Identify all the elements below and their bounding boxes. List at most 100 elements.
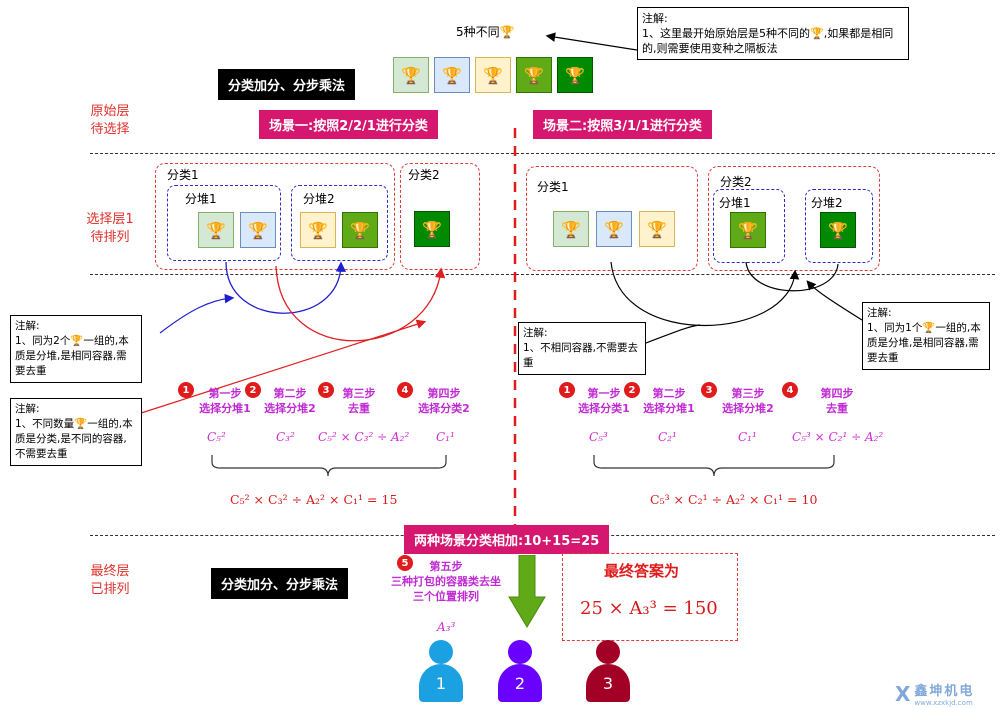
s2-pile1 (713, 189, 785, 263)
trophy-icon: 🏆 (553, 211, 589, 247)
step-label: 第二步 选择分堆1 (643, 387, 695, 415)
trophy-icon: 🏆 (342, 212, 378, 248)
person-icon: 2 (495, 640, 545, 702)
watermark-url: www.xzxkjd.com (914, 699, 973, 707)
s2-result: C₅³ × C₂¹ ÷ A₂² × C₁¹ = 10 (650, 492, 818, 507)
note-title: 注解: (642, 12, 668, 25)
person-body: 1 (419, 664, 463, 702)
note-text: 1、这里最开始原始层是5种不同的🏆,如果都是相同的,则需要使用变种之隔板法 (642, 27, 894, 55)
note-right: 注解: 1、同为1个🏆一组的,本质是分堆,是相同容器,需要去重 (862, 302, 990, 370)
step-label: 第一步 选择分类1 (578, 387, 630, 415)
layer-select-line2: 待排列 (90, 230, 130, 245)
s2-formula3: C₁¹ (738, 430, 757, 444)
note-left-blue: 注解: 1、同为2个🏆一组的,本质是分堆,是相同容器,需要去重 (10, 315, 142, 383)
s1-step1: 1 第一步 选择分堆1 (178, 382, 251, 415)
logo-icon: X (895, 681, 911, 706)
s1-result: C₅² × C₃² ÷ A₂² × C₁¹ = 15 (230, 492, 398, 507)
note-text: 1、同为2个🏆一组的,本质是分堆,是相同容器,需要去重 (15, 335, 129, 377)
note-text: 1、不相同容器,不需要去重 (523, 342, 639, 369)
person-head (508, 640, 532, 664)
step-number: 2 (624, 382, 640, 398)
divider-line (90, 153, 995, 154)
step5: 5 第五步 三种打包的容器类去坐三个位置排列 (391, 555, 501, 603)
trophy-icon: 🏆 (475, 57, 511, 93)
layer-select: 选择层1 待排列 (70, 211, 150, 247)
trophy-icon: 🏆 (730, 212, 766, 248)
s1-formula1: C₅² (207, 430, 226, 444)
layer-final-line1: 最终层 (90, 564, 130, 579)
note-title: 注解: (15, 403, 40, 415)
method-label-bottom: 分类加分、分步乘法 (211, 568, 349, 599)
step-number: 4 (397, 382, 413, 398)
s2-step1: 1 第一步 选择分类1 (559, 382, 630, 415)
s2-step3: 3 第三步 选择分堆2 (701, 382, 774, 415)
layer-final-line2: 已排列 (90, 582, 130, 597)
s1-group1 (155, 163, 395, 270)
answer-formula: 25 × A₃³ = 150 (580, 598, 718, 619)
note-mid: 注解: 1、不相同容器,不需要去重 (518, 322, 646, 375)
s1-formula2: C₃² (276, 430, 295, 444)
s1-formula3: C₅² × C₃² ÷ A₂² (318, 430, 410, 444)
s1-formula4: C₁¹ (436, 430, 455, 444)
s1-step3: 3 第三步 去重 (318, 382, 376, 415)
step-number: 1 (178, 382, 194, 398)
s2-group2-title: 分类2 (720, 175, 752, 189)
s1-pile1-title: 分堆1 (185, 192, 217, 206)
step-number: 4 (782, 382, 798, 398)
s2-pile2 (805, 189, 873, 263)
trophy-icon: 🏆 (557, 57, 593, 93)
s2-formula2: C₂¹ (658, 430, 677, 444)
step-number: 5 (397, 555, 413, 571)
trophy-icon: 🏆 (414, 211, 450, 247)
note-text: 1、同为1个🏆一组的,本质是分堆,是相同容器,需要去重 (867, 322, 981, 364)
trophy-icon: 🏆 (300, 212, 336, 248)
layer-final: 最终层 已排列 (70, 563, 150, 599)
s2-step2: 2 第二步 选择分堆1 (624, 382, 695, 415)
step-number: 3 (318, 382, 334, 398)
trophy-icon: 🏆 (240, 212, 276, 248)
divider-line (90, 274, 995, 275)
center-divider (513, 128, 517, 528)
layer-original-line1: 原始层 (90, 104, 130, 119)
top-note: 注解: 1、这里最开始原始层是5种不同的🏆,如果都是相同的,则需要使用变种之隔板… (637, 7, 909, 60)
step-number: 1 (559, 382, 575, 398)
original-tiles: 🏆 🏆 🏆 🏆 🏆 (393, 57, 593, 93)
step-number: 3 (701, 382, 717, 398)
watermark: X 鑫坤机电 www.xzxkjd.com (895, 680, 975, 708)
person-body: 3 (586, 664, 630, 702)
s1-pile2 (291, 185, 388, 261)
layer-original: 原始层 待选择 (70, 103, 150, 139)
scenario2-title: 场景二:按照3/1/1进行分类 (533, 110, 712, 139)
step-label: 第三步 选择分堆2 (722, 387, 774, 415)
answer-box (562, 553, 738, 641)
s2-formula4: C₅³ × C₂¹ ÷ A₂² (792, 430, 884, 444)
person-body: 2 (498, 664, 542, 702)
step-label: 第五步 三种打包的容器类去坐三个位置排列 (391, 560, 501, 603)
s1-group2-title: 分类2 (408, 168, 440, 182)
watermark-logo: 鑫坤机电 (914, 684, 975, 699)
s1-step2: 2 第二步 选择分堆2 (245, 382, 316, 415)
person-head (429, 640, 453, 664)
scenario1-title: 场景一:按照2/2/1进行分类 (259, 110, 438, 139)
sum-label: 两种场景分类相加:10+15=25 (404, 525, 610, 554)
trophy-icon: 🏆 (434, 57, 470, 93)
layer-original-line2: 待选择 (90, 122, 130, 137)
step-number: 2 (245, 382, 261, 398)
person-head (596, 640, 620, 664)
note-title: 注解: (523, 327, 548, 339)
trophy-icon: 🏆 (820, 212, 856, 248)
note-title: 注解: (867, 307, 892, 319)
s1-pile2-title: 分堆2 (303, 192, 335, 206)
down-arrow-icon (508, 555, 546, 628)
step-label: 第四步 去重 (820, 387, 854, 415)
trophy-icon: 🏆 (596, 211, 632, 247)
trophy-icon: 🏆 (198, 212, 234, 248)
layer-select-line1: 选择层1 (86, 212, 134, 227)
step-label: 第一步 选择分堆1 (199, 387, 251, 415)
step-label: 第二步 选择分堆2 (264, 387, 316, 415)
five-different-label: 5种不同🏆 (456, 25, 515, 39)
note-title: 注解: (15, 320, 40, 332)
person-icon: 3 (583, 640, 633, 702)
s1-step4: 4 第四步 选择分类2 (397, 382, 470, 415)
